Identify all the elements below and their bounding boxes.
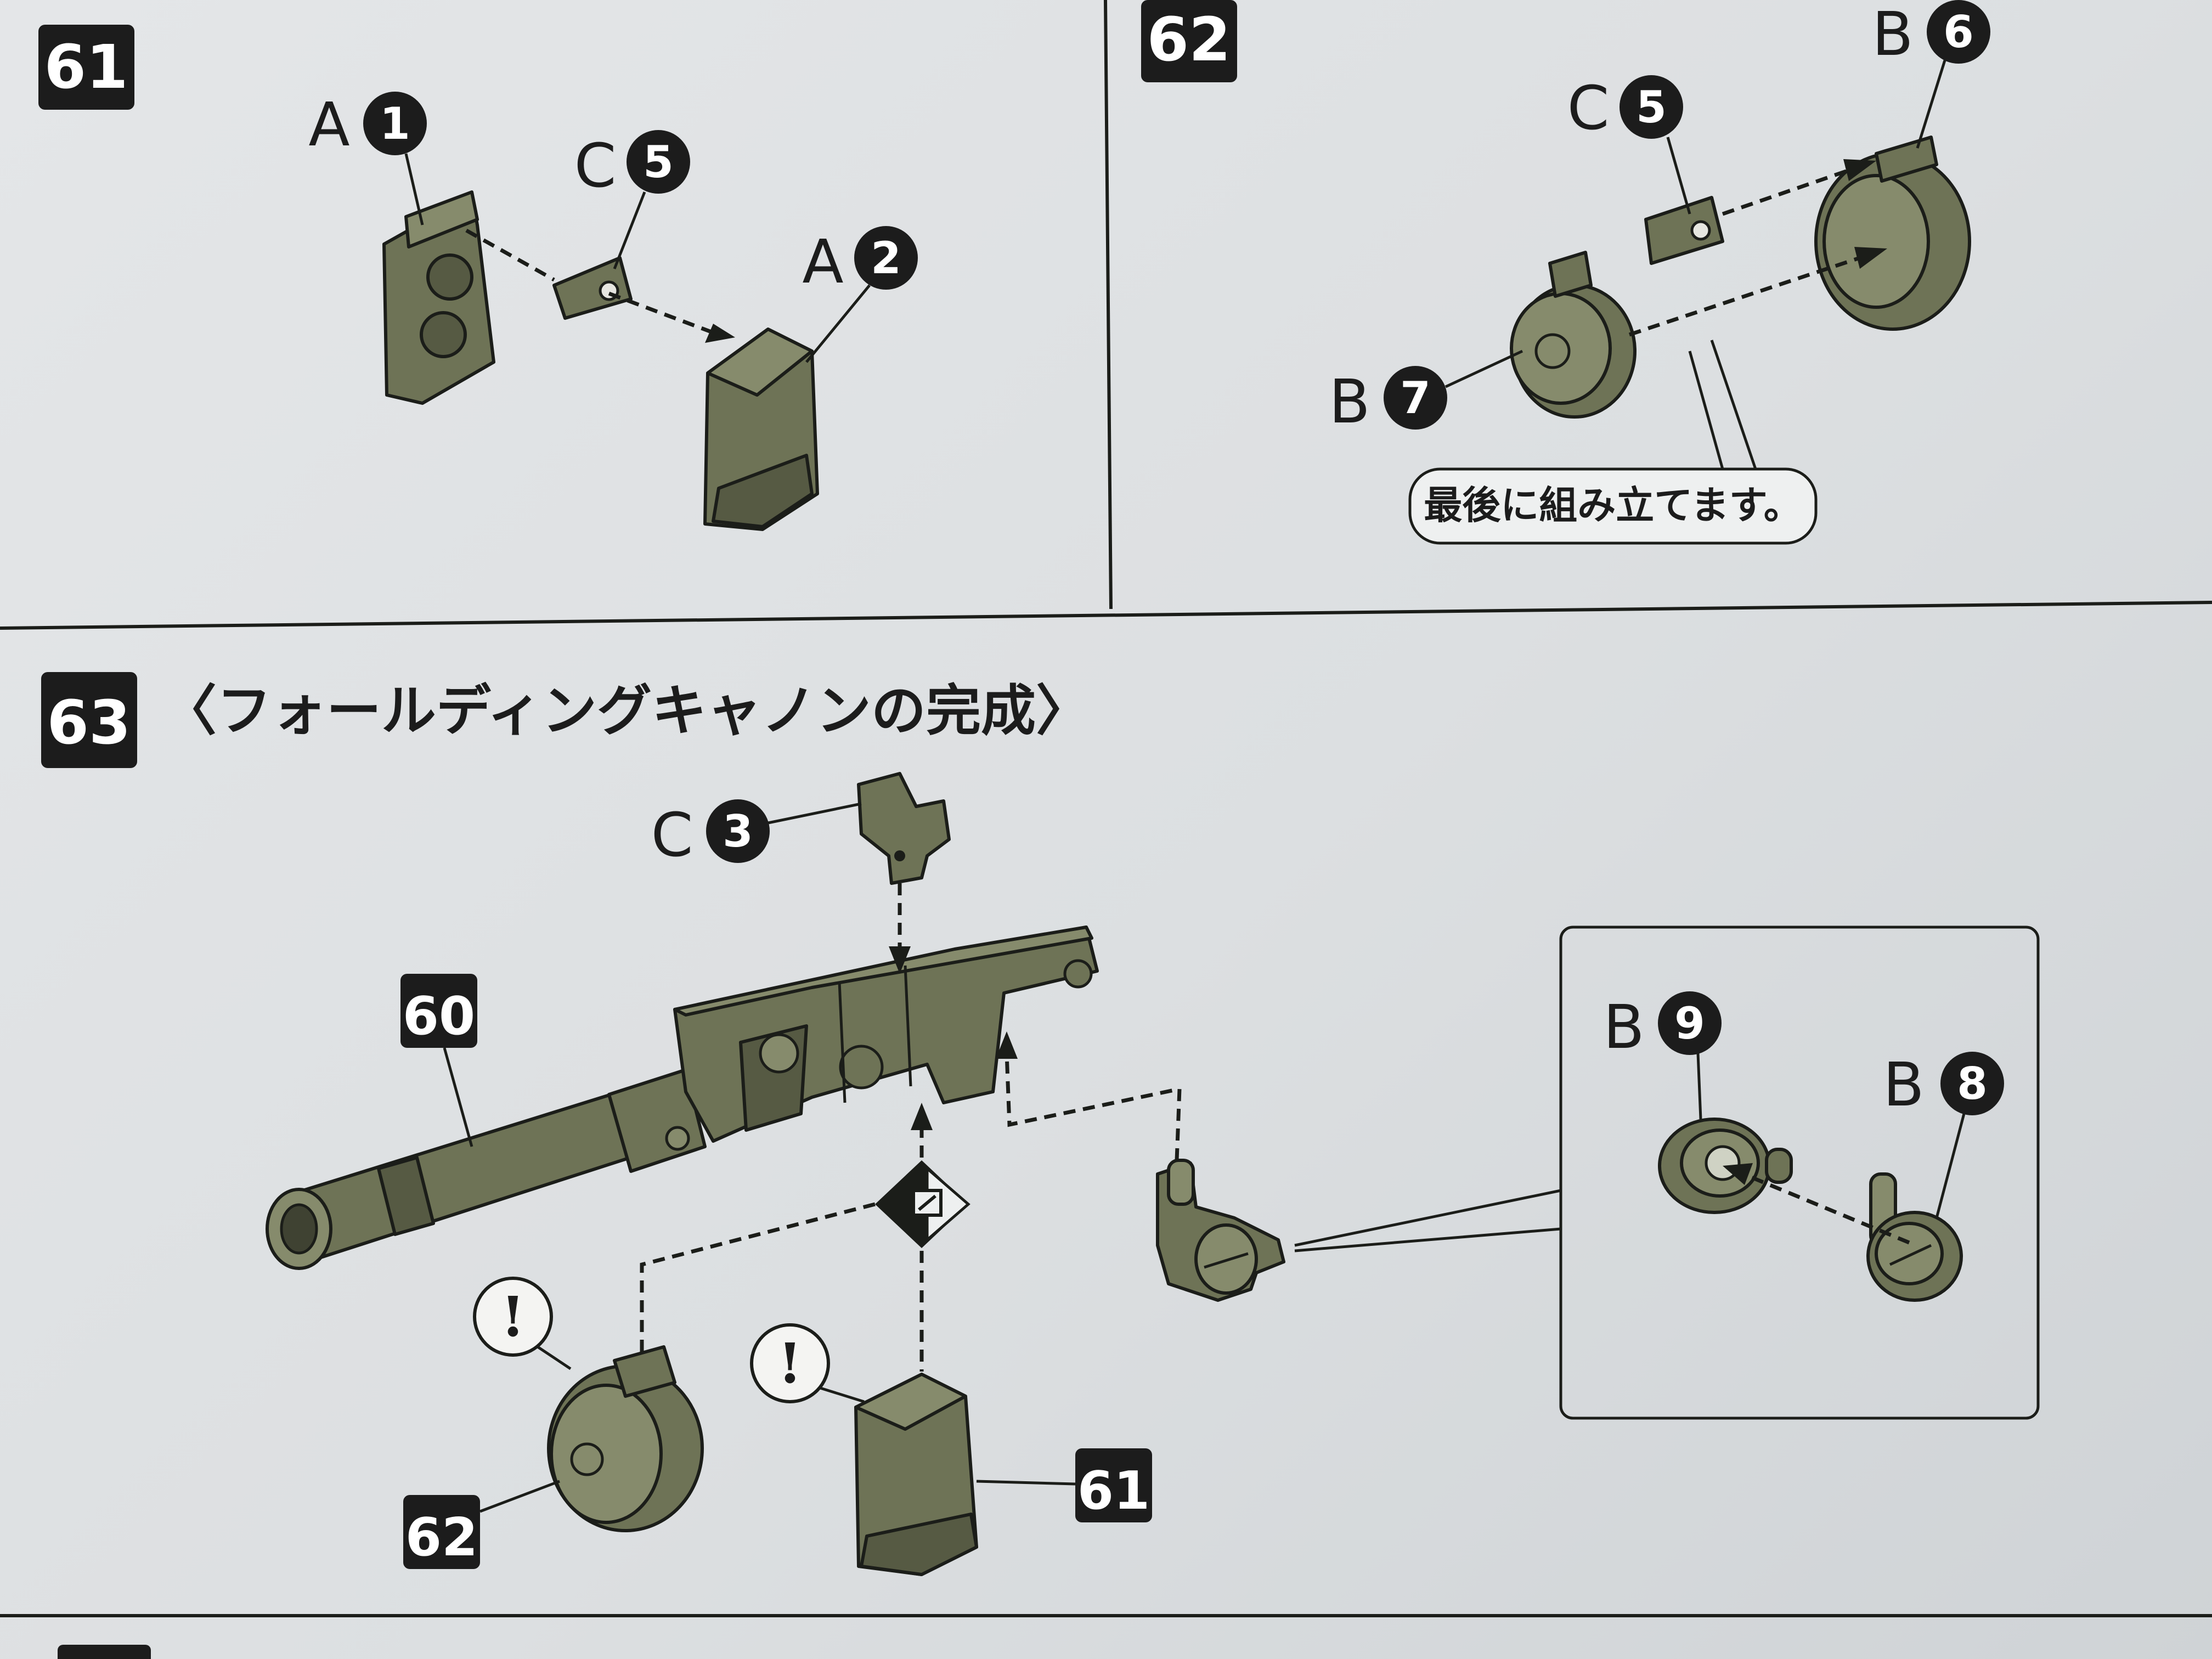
- callout-61-c5-letter: C: [574, 131, 617, 201]
- part-a2-drawing: [703, 328, 819, 531]
- exclamation-circle-icon: !: [750, 1323, 865, 1403]
- step-ref-60: 60: [400, 974, 477, 1147]
- step-ref-61-label: 61: [1077, 1461, 1150, 1521]
- step-62-panel: 62 C 5 B: [1141, 0, 1990, 545]
- step-ref-61: 61: [976, 1448, 1152, 1522]
- warning-1-symbol: !: [501, 1284, 525, 1349]
- step-62-number: 62: [1141, 0, 1237, 82]
- step-61-label: 61: [44, 32, 128, 102]
- part-c5-drawing-62: [1644, 196, 1724, 265]
- step-61-number: 61: [38, 25, 134, 110]
- grip-part-drawing: [1156, 1159, 1285, 1302]
- callout-63-b9: B 9: [1603, 991, 1722, 1120]
- step-ref-62-part-drawing: [547, 1345, 704, 1532]
- callout-61-c5-number: 5: [643, 137, 674, 188]
- callout-61-c5: C 5: [574, 130, 690, 269]
- part-b6-drawing: [1814, 136, 1971, 331]
- callout-61-a2-letter: A: [802, 227, 843, 297]
- callout-62-b6: B 6: [1872, 0, 1990, 149]
- step-ref-62-label: 62: [405, 1508, 478, 1568]
- callout-62-b6-number: 6: [1943, 7, 1974, 58]
- callout-63-b8-letter: B: [1883, 1049, 1924, 1120]
- callout-62-c5-letter: C: [1567, 73, 1610, 143]
- callout-63-b8-number: 8: [1957, 1058, 1988, 1109]
- callout-63-c3-number: 3: [723, 806, 753, 857]
- callout-61-a1-number: 1: [380, 98, 410, 149]
- callout-63-c3-letter: C: [651, 800, 693, 870]
- callout-63-b8: B 8: [1883, 1049, 2004, 1218]
- warning-2-symbol: !: [778, 1331, 802, 1396]
- part-c5-drawing-61: [552, 256, 633, 320]
- step-63-label: 63: [47, 687, 131, 758]
- callout-62-c5: C 5: [1567, 73, 1691, 215]
- step-61-panel: 61 A 1 C 5: [38, 25, 918, 531]
- step-63-panel: 63 〈フォールディングキャノンの完成〉: [41, 672, 2040, 1576]
- callout-62-b7-number: 7: [1400, 373, 1431, 424]
- part-a1-drawing: [382, 190, 495, 405]
- step-62-label: 62: [1147, 4, 1231, 75]
- step-ref-62: 62: [403, 1480, 560, 1569]
- callout-62-b7: B 7: [1329, 349, 1523, 437]
- callout-63-b9-number: 9: [1674, 998, 1705, 1049]
- callout-61-a1-letter: A: [308, 89, 349, 160]
- part-b8-drawing: [1866, 1172, 1963, 1302]
- step-ref-61-part-drawing: [854, 1373, 978, 1576]
- callout-62-b7-letter: B: [1329, 366, 1370, 437]
- callout-62-b6-letter: B: [1872, 0, 1913, 69]
- step-62-note: 最後に組み立てます。: [1408, 340, 1818, 545]
- diamond-assembly-icon: [875, 1160, 970, 1248]
- step-ref-60-label: 60: [403, 986, 475, 1047]
- step-63-title: 〈フォールディングキャノンの完成〉: [162, 679, 1091, 743]
- next-step-box: [58, 1645, 151, 1659]
- part-b7-drawing: [1510, 251, 1637, 419]
- callout-63-c3: C 3: [651, 799, 862, 870]
- detail-inset: B 9 B 8: [1294, 926, 2040, 1420]
- step-63-number: 63: [41, 672, 137, 768]
- step-62-note-text: 最後に組み立てます。: [1424, 483, 1802, 528]
- cannon-assembly-drawing: [266, 926, 1099, 1270]
- callout-61-a1: A 1: [308, 89, 427, 225]
- callout-62-c5-number: 5: [1636, 82, 1667, 133]
- callout-61-a2: A 2: [802, 226, 918, 363]
- callout-63-b9-letter: B: [1603, 992, 1644, 1062]
- exclamation-circle-icon: !: [473, 1277, 572, 1370]
- callout-61-a2-number: 2: [871, 233, 901, 284]
- panel-frames: [0, 0, 2212, 1617]
- part-c3-drawing: [857, 772, 951, 885]
